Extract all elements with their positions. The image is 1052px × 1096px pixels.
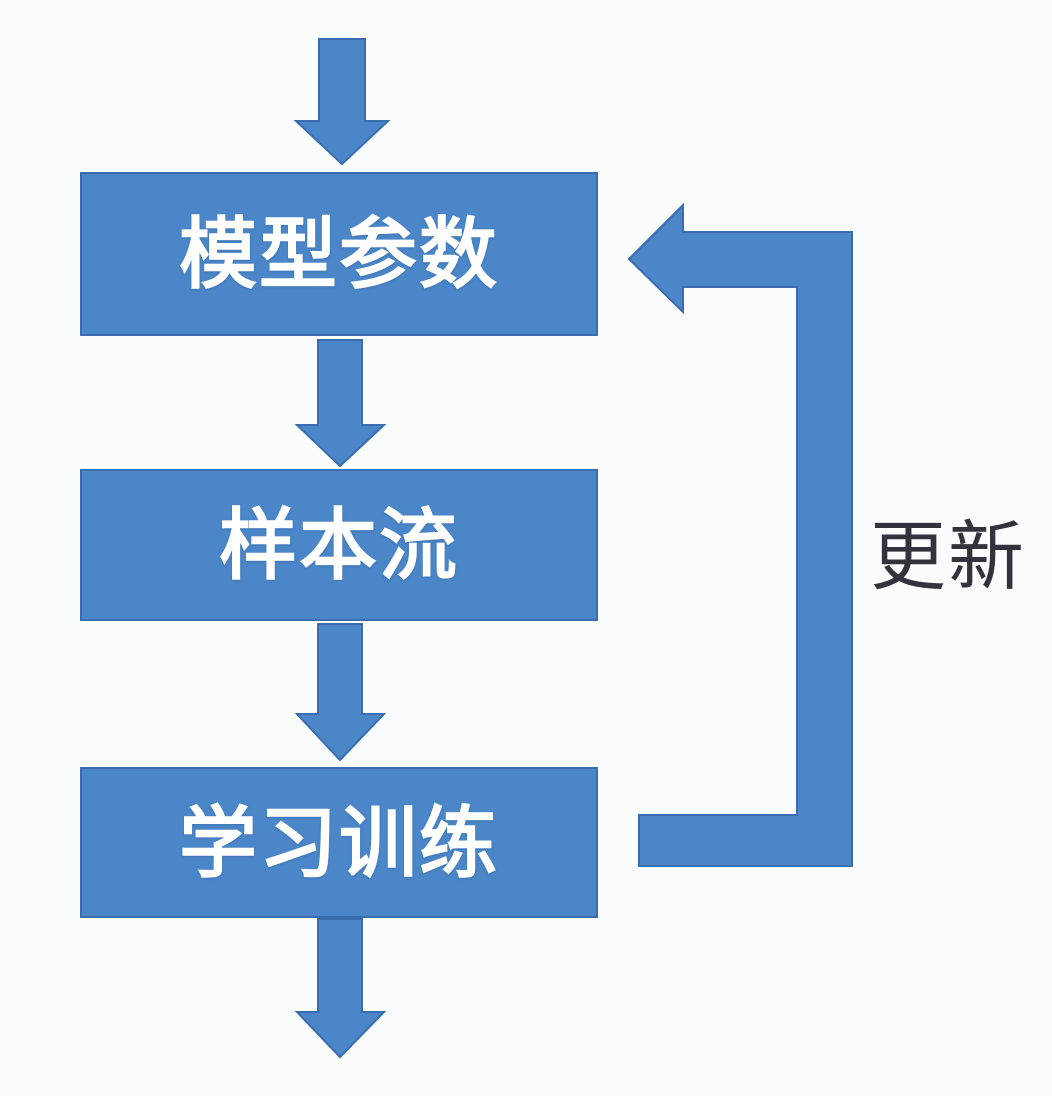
node-sample-stream-label: 样本流 (218, 501, 459, 589)
node-model-params-label: 模型参数 (178, 210, 499, 298)
node-sample-stream: 样本流 (80, 469, 598, 621)
feedback-label: 更新 (870, 515, 1026, 600)
entry-down-arrow-icon (293, 38, 391, 166)
down-arrow-sample-stream-to-training-icon (294, 623, 387, 762)
node-training: 学习训练 (80, 767, 598, 918)
feedback-loop-arrow-icon (627, 202, 853, 867)
down-arrow-model-params-to-sample-stream-icon (294, 339, 387, 468)
node-model-params: 模型参数 (80, 172, 598, 336)
node-training-label: 学习训练 (178, 798, 499, 887)
exit-down-arrow-icon (294, 918, 387, 1059)
